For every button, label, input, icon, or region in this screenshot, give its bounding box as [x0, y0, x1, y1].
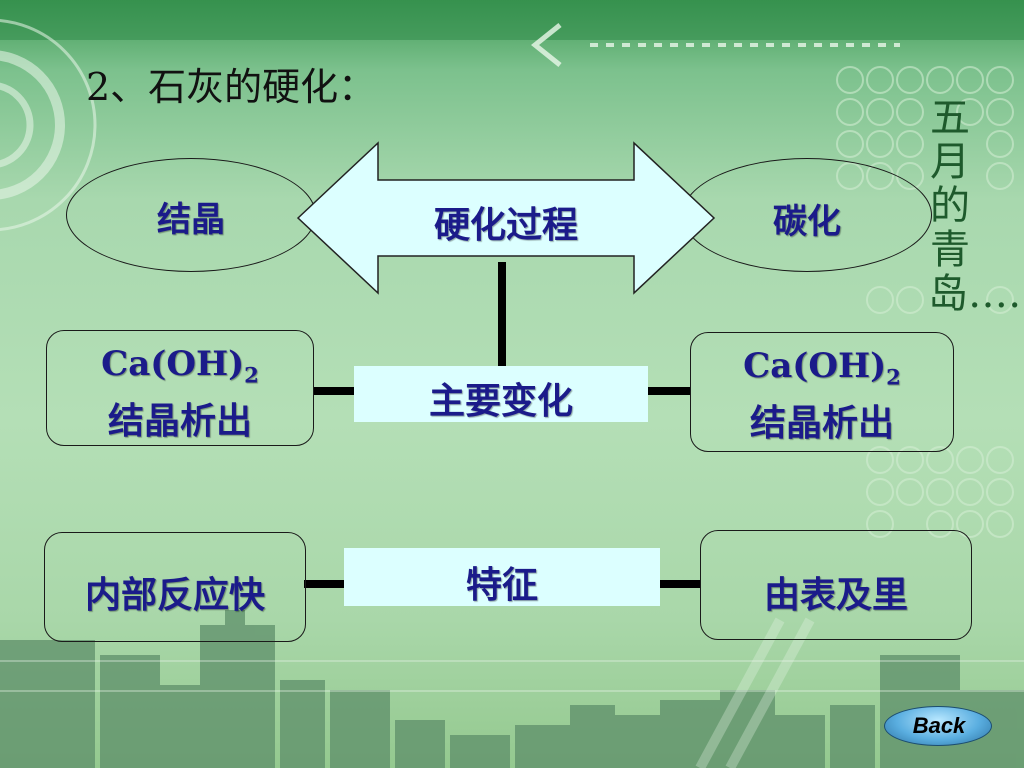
right-change-desc: 结晶析出 [749, 402, 894, 444]
right-change-box [690, 332, 954, 452]
arrow-label: 硬化过程 [433, 204, 578, 246]
double-arrow-shape [296, 141, 716, 295]
left-change-box [46, 330, 314, 446]
right-feature: 由表及里 [763, 574, 908, 616]
connector-right-bottom [658, 580, 700, 588]
connector-left-middle [314, 387, 354, 395]
left-feature: 内部反应快 [84, 574, 265, 616]
left-change-formula: Ca(OH)2 [101, 344, 259, 388]
side-caption: 五月的青岛…… [928, 95, 1024, 317]
right-feature-box [700, 530, 972, 640]
back-button-label: Back [912, 713, 966, 738]
connector-left-bottom [304, 580, 346, 588]
connector-right-middle [648, 387, 690, 395]
middle-label-box [354, 366, 648, 422]
left-change-subscript: 2 [244, 362, 259, 388]
left-oval-label: 结晶 [157, 200, 225, 240]
slide-title: 2、石灰的硬化： [86, 65, 377, 109]
feature-label-box [344, 548, 660, 606]
back-button[interactable]: Back [884, 706, 992, 746]
right-oval-label: 碳化 [773, 202, 841, 242]
middle-label: 主要变化 [428, 380, 573, 422]
left-change-desc: 结晶析出 [107, 400, 252, 442]
right-change-subscript: 2 [886, 364, 901, 390]
left-feature-box [44, 532, 306, 642]
connector-vertical [498, 262, 506, 366]
feature-label: 特征 [465, 564, 538, 606]
right-change-formula: Ca(OH)2 [743, 346, 901, 390]
